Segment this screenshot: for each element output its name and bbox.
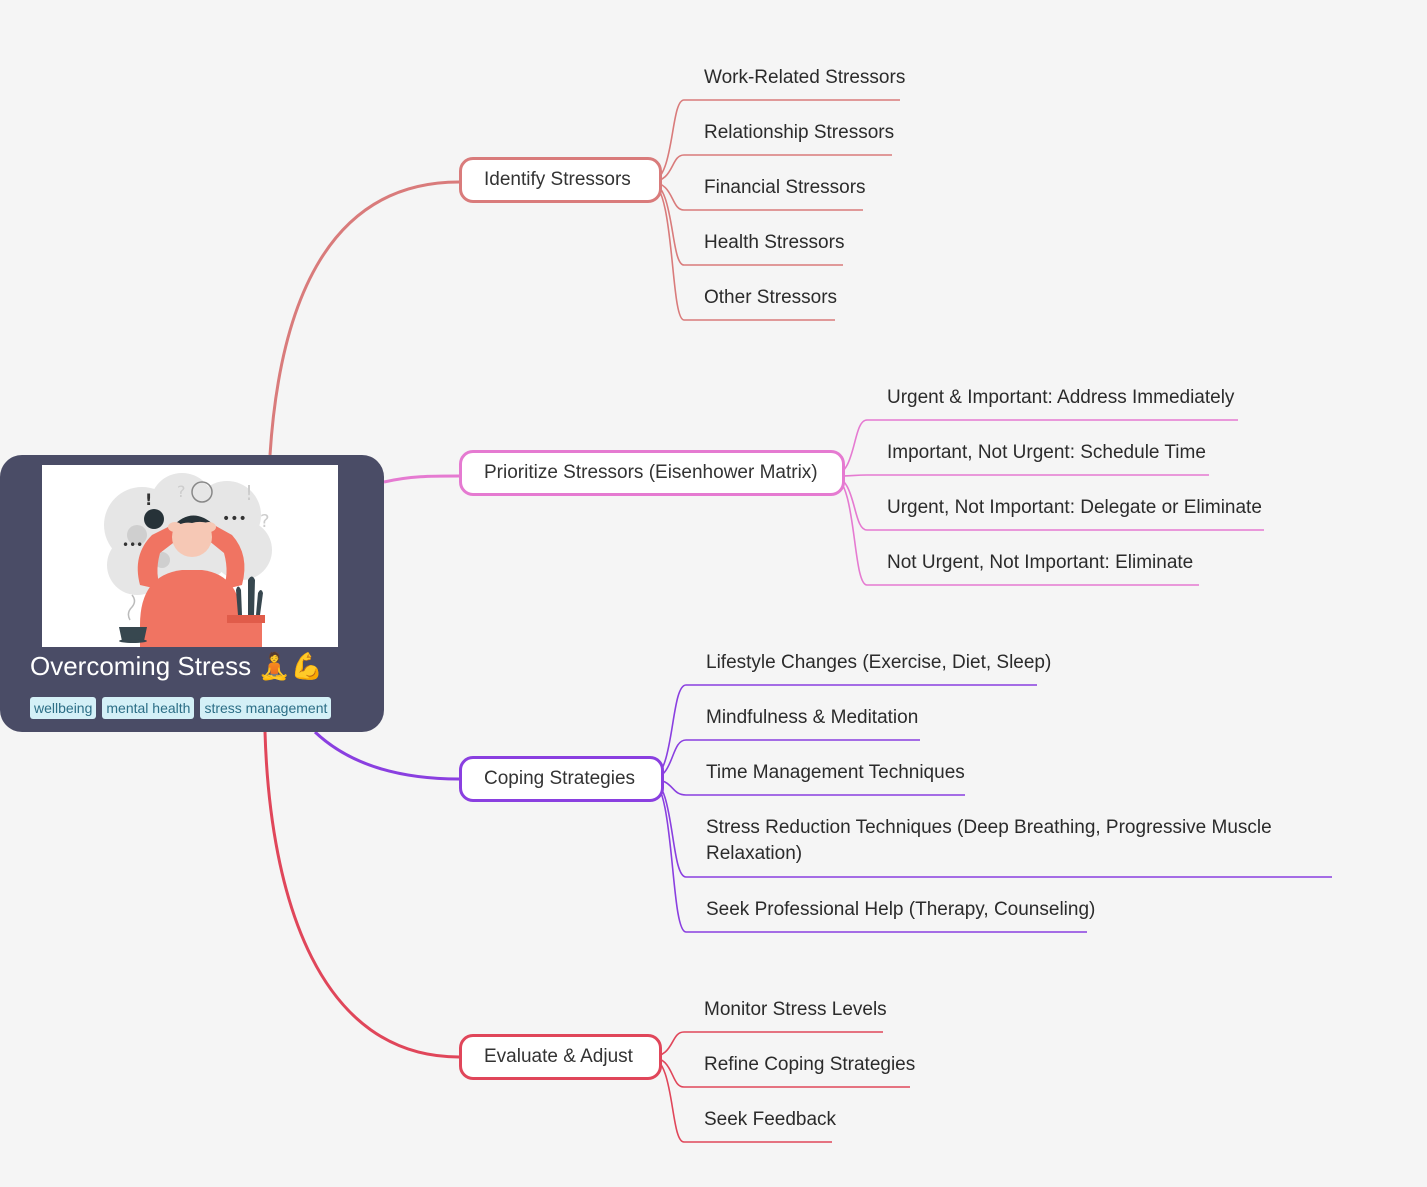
leaf-lifestyle-changes[interactable]: Lifestyle Changes (Exercise, Diet, Sleep… xyxy=(706,652,1052,673)
leaf-urgent-important[interactable]: Urgent & Important: Address Immediately xyxy=(887,387,1235,408)
branch-prioritize-stressors[interactable]: Prioritize Stressors (Eisenhower Matrix) xyxy=(459,450,845,496)
root-title: Overcoming Stress 🧘💪 xyxy=(30,651,324,681)
svg-text:•••: ••• xyxy=(122,538,143,552)
connector-root-identify xyxy=(268,180,460,456)
svg-text:?: ? xyxy=(260,511,270,532)
leaf-refine-coping-strategies[interactable]: Refine Coping Strategies xyxy=(704,1054,916,1075)
root-node[interactable]: ! ! ? ? ••• ••• xyxy=(0,455,384,732)
connector-root-coping xyxy=(313,730,460,781)
leaf-mindfulness-meditation[interactable]: Mindfulness & Meditation xyxy=(706,707,919,728)
leaf-stress-reduction-techniques[interactable]: Stress Reduction Techniques (Deep Breath… xyxy=(706,817,1272,864)
leaf-not-urgent-not-important[interactable]: Not Urgent, Not Important: Eliminate xyxy=(887,552,1194,573)
leaf-other-stressors[interactable]: Other Stressors xyxy=(704,287,838,308)
connector-root-evaluate xyxy=(263,731,460,1059)
tag-list: wellbeing mental health stress managemen… xyxy=(30,697,332,719)
branch-coping-strategies[interactable]: Coping Strategies xyxy=(459,756,664,802)
stress-illustration: ! ! ? ? ••• ••• xyxy=(42,465,338,647)
leaf-health-stressors[interactable]: Health Stressors xyxy=(704,232,845,253)
branch-identify-stressors[interactable]: Identify Stressors xyxy=(459,157,662,203)
leaf-urgent-not-important[interactable]: Urgent, Not Important: Delegate or Elimi… xyxy=(887,497,1262,518)
tag-stress-management[interactable]: stress management xyxy=(200,697,332,719)
connector-branch1-leaf1 xyxy=(831,474,1209,477)
svg-text:!: ! xyxy=(145,490,152,509)
leaf-work-related-stressors[interactable]: Work-Related Stressors xyxy=(704,67,906,88)
svg-text:•••: ••• xyxy=(222,511,247,527)
leaf-seek-professional-help[interactable]: Seek Professional Help (Therapy, Counsel… xyxy=(706,899,1096,920)
tag-mental-health[interactable]: mental health xyxy=(102,697,195,719)
leaf-important-not-urgent[interactable]: Important, Not Urgent: Schedule Time xyxy=(887,442,1206,463)
leaf-relationship-stressors[interactable]: Relationship Stressors xyxy=(704,122,895,143)
leaf-seek-feedback[interactable]: Seek Feedback xyxy=(704,1109,837,1130)
leaf-time-management[interactable]: Time Management Techniques xyxy=(706,762,965,783)
svg-text:?: ? xyxy=(177,482,186,501)
leaf-monitor-stress-levels[interactable]: Monitor Stress Levels xyxy=(704,999,887,1020)
connector-root-prioritize xyxy=(383,474,460,484)
svg-text:!: ! xyxy=(245,481,253,505)
leaf-financial-stressors[interactable]: Financial Stressors xyxy=(704,177,866,198)
branch-evaluate-adjust[interactable]: Evaluate & Adjust xyxy=(459,1034,662,1080)
person-stressed-holding-head-icon: ! ! ? ? ••• ••• xyxy=(104,473,272,647)
tag-wellbeing[interactable]: wellbeing xyxy=(30,697,97,719)
